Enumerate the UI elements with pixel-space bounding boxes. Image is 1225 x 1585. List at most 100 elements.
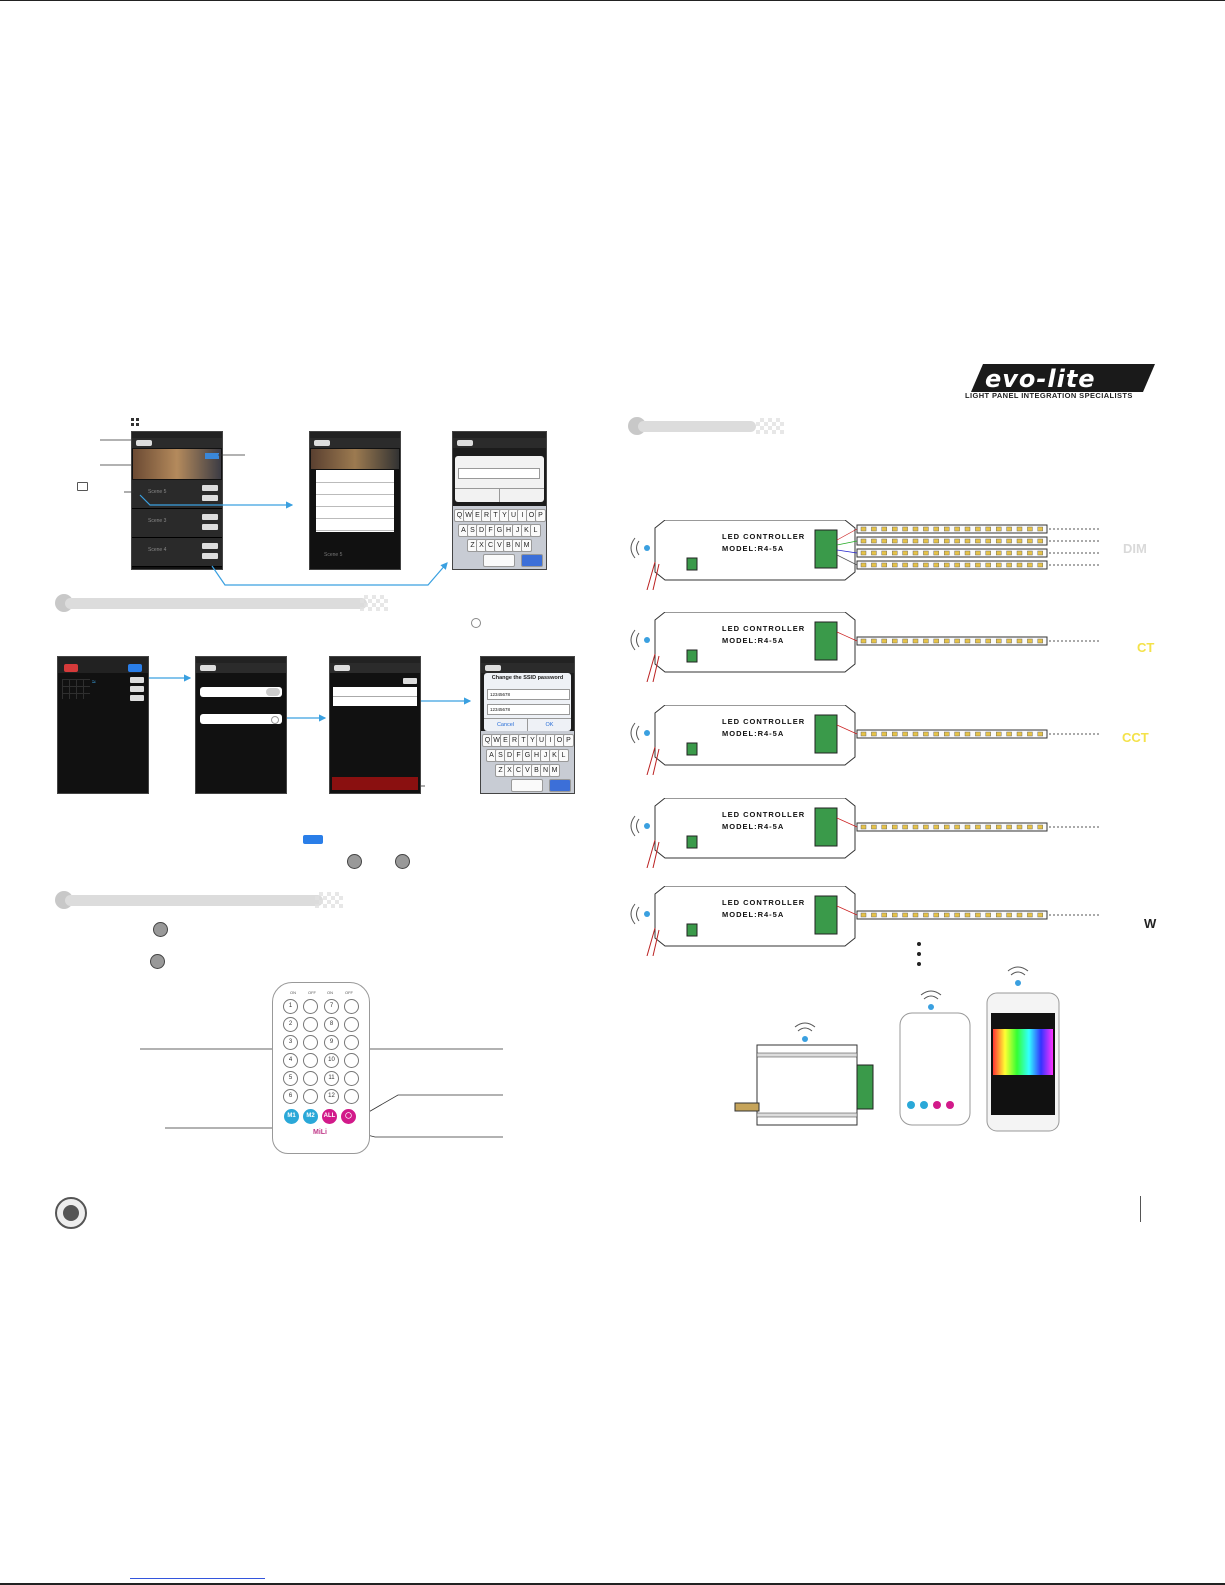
name-input[interactable] bbox=[458, 468, 540, 479]
menu-item[interactable] bbox=[316, 472, 394, 483]
number-button[interactable]: 12 bbox=[324, 1089, 339, 1104]
wifi-settings-row[interactable] bbox=[200, 714, 282, 724]
save-button[interactable] bbox=[403, 678, 417, 684]
smartphone bbox=[986, 966, 1060, 1132]
number-button[interactable]: 3 bbox=[283, 1035, 298, 1050]
ellipsis-dot bbox=[917, 952, 921, 956]
number-button[interactable]: 7 bbox=[324, 999, 339, 1014]
zone-off-button[interactable] bbox=[303, 1071, 318, 1086]
device-grid[interactable] bbox=[62, 679, 90, 699]
phone-scene-list: Scene 5 Scene 3 Scene 4 bbox=[131, 431, 223, 570]
back-button[interactable] bbox=[314, 440, 330, 446]
controller-model: MODEL:R4-5A bbox=[722, 544, 785, 553]
return-key[interactable] bbox=[549, 779, 571, 792]
number-button[interactable]: 11 bbox=[324, 1071, 339, 1086]
back-button[interactable] bbox=[457, 440, 473, 446]
side-button[interactable] bbox=[130, 686, 144, 692]
number-button[interactable]: 8 bbox=[324, 1017, 339, 1032]
cancel-button[interactable]: Cancel bbox=[484, 718, 528, 731]
number-button[interactable]: 2 bbox=[283, 1017, 298, 1032]
number-button[interactable]: 10 bbox=[324, 1053, 339, 1068]
scene-row[interactable]: Scene 5 bbox=[132, 480, 222, 509]
zone-off-button[interactable] bbox=[344, 1053, 359, 1068]
menu-item[interactable] bbox=[316, 496, 394, 507]
number-button[interactable]: 5 bbox=[283, 1071, 298, 1086]
bottom-rule bbox=[0, 1583, 1225, 1585]
power-icon[interactable]: ◯ bbox=[341, 1109, 356, 1124]
zone-off-button[interactable] bbox=[303, 1017, 318, 1032]
back-button[interactable] bbox=[200, 665, 216, 671]
toggle-row[interactable] bbox=[200, 687, 282, 697]
ellipsis-dot bbox=[917, 962, 921, 966]
zone-off-button[interactable] bbox=[303, 1089, 318, 1104]
key[interactable]: L bbox=[558, 749, 569, 762]
key[interactable]: P bbox=[563, 734, 574, 747]
ok-button[interactable] bbox=[500, 488, 544, 502]
scene-row[interactable]: Scene 3 bbox=[132, 509, 222, 538]
number-button[interactable]: 4 bbox=[283, 1053, 298, 1068]
reset-button[interactable] bbox=[332, 777, 418, 790]
m2-button[interactable]: M2 bbox=[303, 1109, 318, 1124]
footer-link-underline[interactable] bbox=[130, 1578, 265, 1579]
ssid-field[interactable] bbox=[333, 687, 417, 697]
scene-row[interactable]: Scene 4 bbox=[132, 538, 222, 567]
phone-wifi bbox=[329, 656, 421, 794]
zone-off-button[interactable] bbox=[344, 1071, 359, 1086]
m1-button[interactable]: M1 bbox=[284, 1109, 299, 1124]
mode-label-ct: CT bbox=[1137, 640, 1155, 655]
side-button[interactable] bbox=[130, 677, 144, 683]
search-icon bbox=[303, 835, 323, 844]
zone-off-button[interactable] bbox=[344, 1089, 359, 1104]
ok-button[interactable]: OK bbox=[528, 718, 571, 731]
key[interactable]: L bbox=[530, 524, 541, 537]
side-button[interactable] bbox=[130, 695, 144, 701]
zone-off-button[interactable] bbox=[303, 1035, 318, 1050]
return-key[interactable] bbox=[521, 554, 543, 567]
back-button[interactable] bbox=[485, 665, 501, 671]
zone-off-button[interactable] bbox=[344, 1035, 359, 1050]
all-button[interactable]: ALL bbox=[322, 1109, 337, 1124]
number-button[interactable]: 9 bbox=[324, 1035, 339, 1050]
space-key[interactable] bbox=[511, 779, 543, 792]
controller-label: LED CONTROLLER bbox=[722, 717, 806, 726]
zone-off-button[interactable] bbox=[303, 999, 318, 1014]
menu-item[interactable] bbox=[316, 520, 394, 531]
zone-on-label: ON bbox=[290, 990, 296, 995]
controller-model: MODEL:R4-5A bbox=[722, 910, 785, 919]
search-button[interactable] bbox=[128, 664, 142, 672]
zone-off-button[interactable] bbox=[344, 999, 359, 1014]
step-marker-icon bbox=[395, 854, 410, 869]
menu-item[interactable] bbox=[316, 508, 394, 519]
power-button[interactable] bbox=[64, 664, 78, 672]
certification-seal-icon bbox=[55, 1197, 87, 1229]
rename-dialog bbox=[455, 456, 544, 502]
back-button[interactable] bbox=[136, 440, 152, 446]
key[interactable]: P bbox=[535, 509, 546, 522]
cancel-button[interactable] bbox=[455, 488, 500, 502]
zone-off-button[interactable] bbox=[344, 1017, 359, 1032]
password-field[interactable] bbox=[333, 697, 417, 706]
key[interactable]: M bbox=[549, 764, 560, 777]
number-button[interactable]: 6 bbox=[283, 1089, 298, 1104]
space-key[interactable] bbox=[483, 554, 515, 567]
info-icon bbox=[471, 618, 481, 628]
number-button[interactable]: 1 bbox=[283, 999, 298, 1014]
key[interactable]: M bbox=[521, 539, 532, 552]
zone-off-button[interactable] bbox=[303, 1053, 318, 1068]
controller-label: LED CONTROLLER bbox=[722, 532, 806, 541]
password-input[interactable]: 12345678 bbox=[487, 689, 570, 700]
scene-photo[interactable] bbox=[133, 449, 221, 479]
confirm-password-input[interactable]: 12345678 bbox=[487, 704, 570, 715]
action-sheet bbox=[316, 470, 394, 532]
logo-tagline: LIGHT PANEL INTEGRATION SPECIALISTS bbox=[965, 391, 1133, 400]
ssid-dialog: Change the SSID password 12345678 123456… bbox=[484, 673, 571, 731]
phone-menu: Scene 5 bbox=[309, 431, 401, 570]
menu-item[interactable] bbox=[316, 484, 394, 495]
back-button[interactable] bbox=[334, 665, 350, 671]
logo-wordmark: evo-lite bbox=[985, 365, 1096, 393]
section-header-bar bbox=[55, 594, 415, 612]
